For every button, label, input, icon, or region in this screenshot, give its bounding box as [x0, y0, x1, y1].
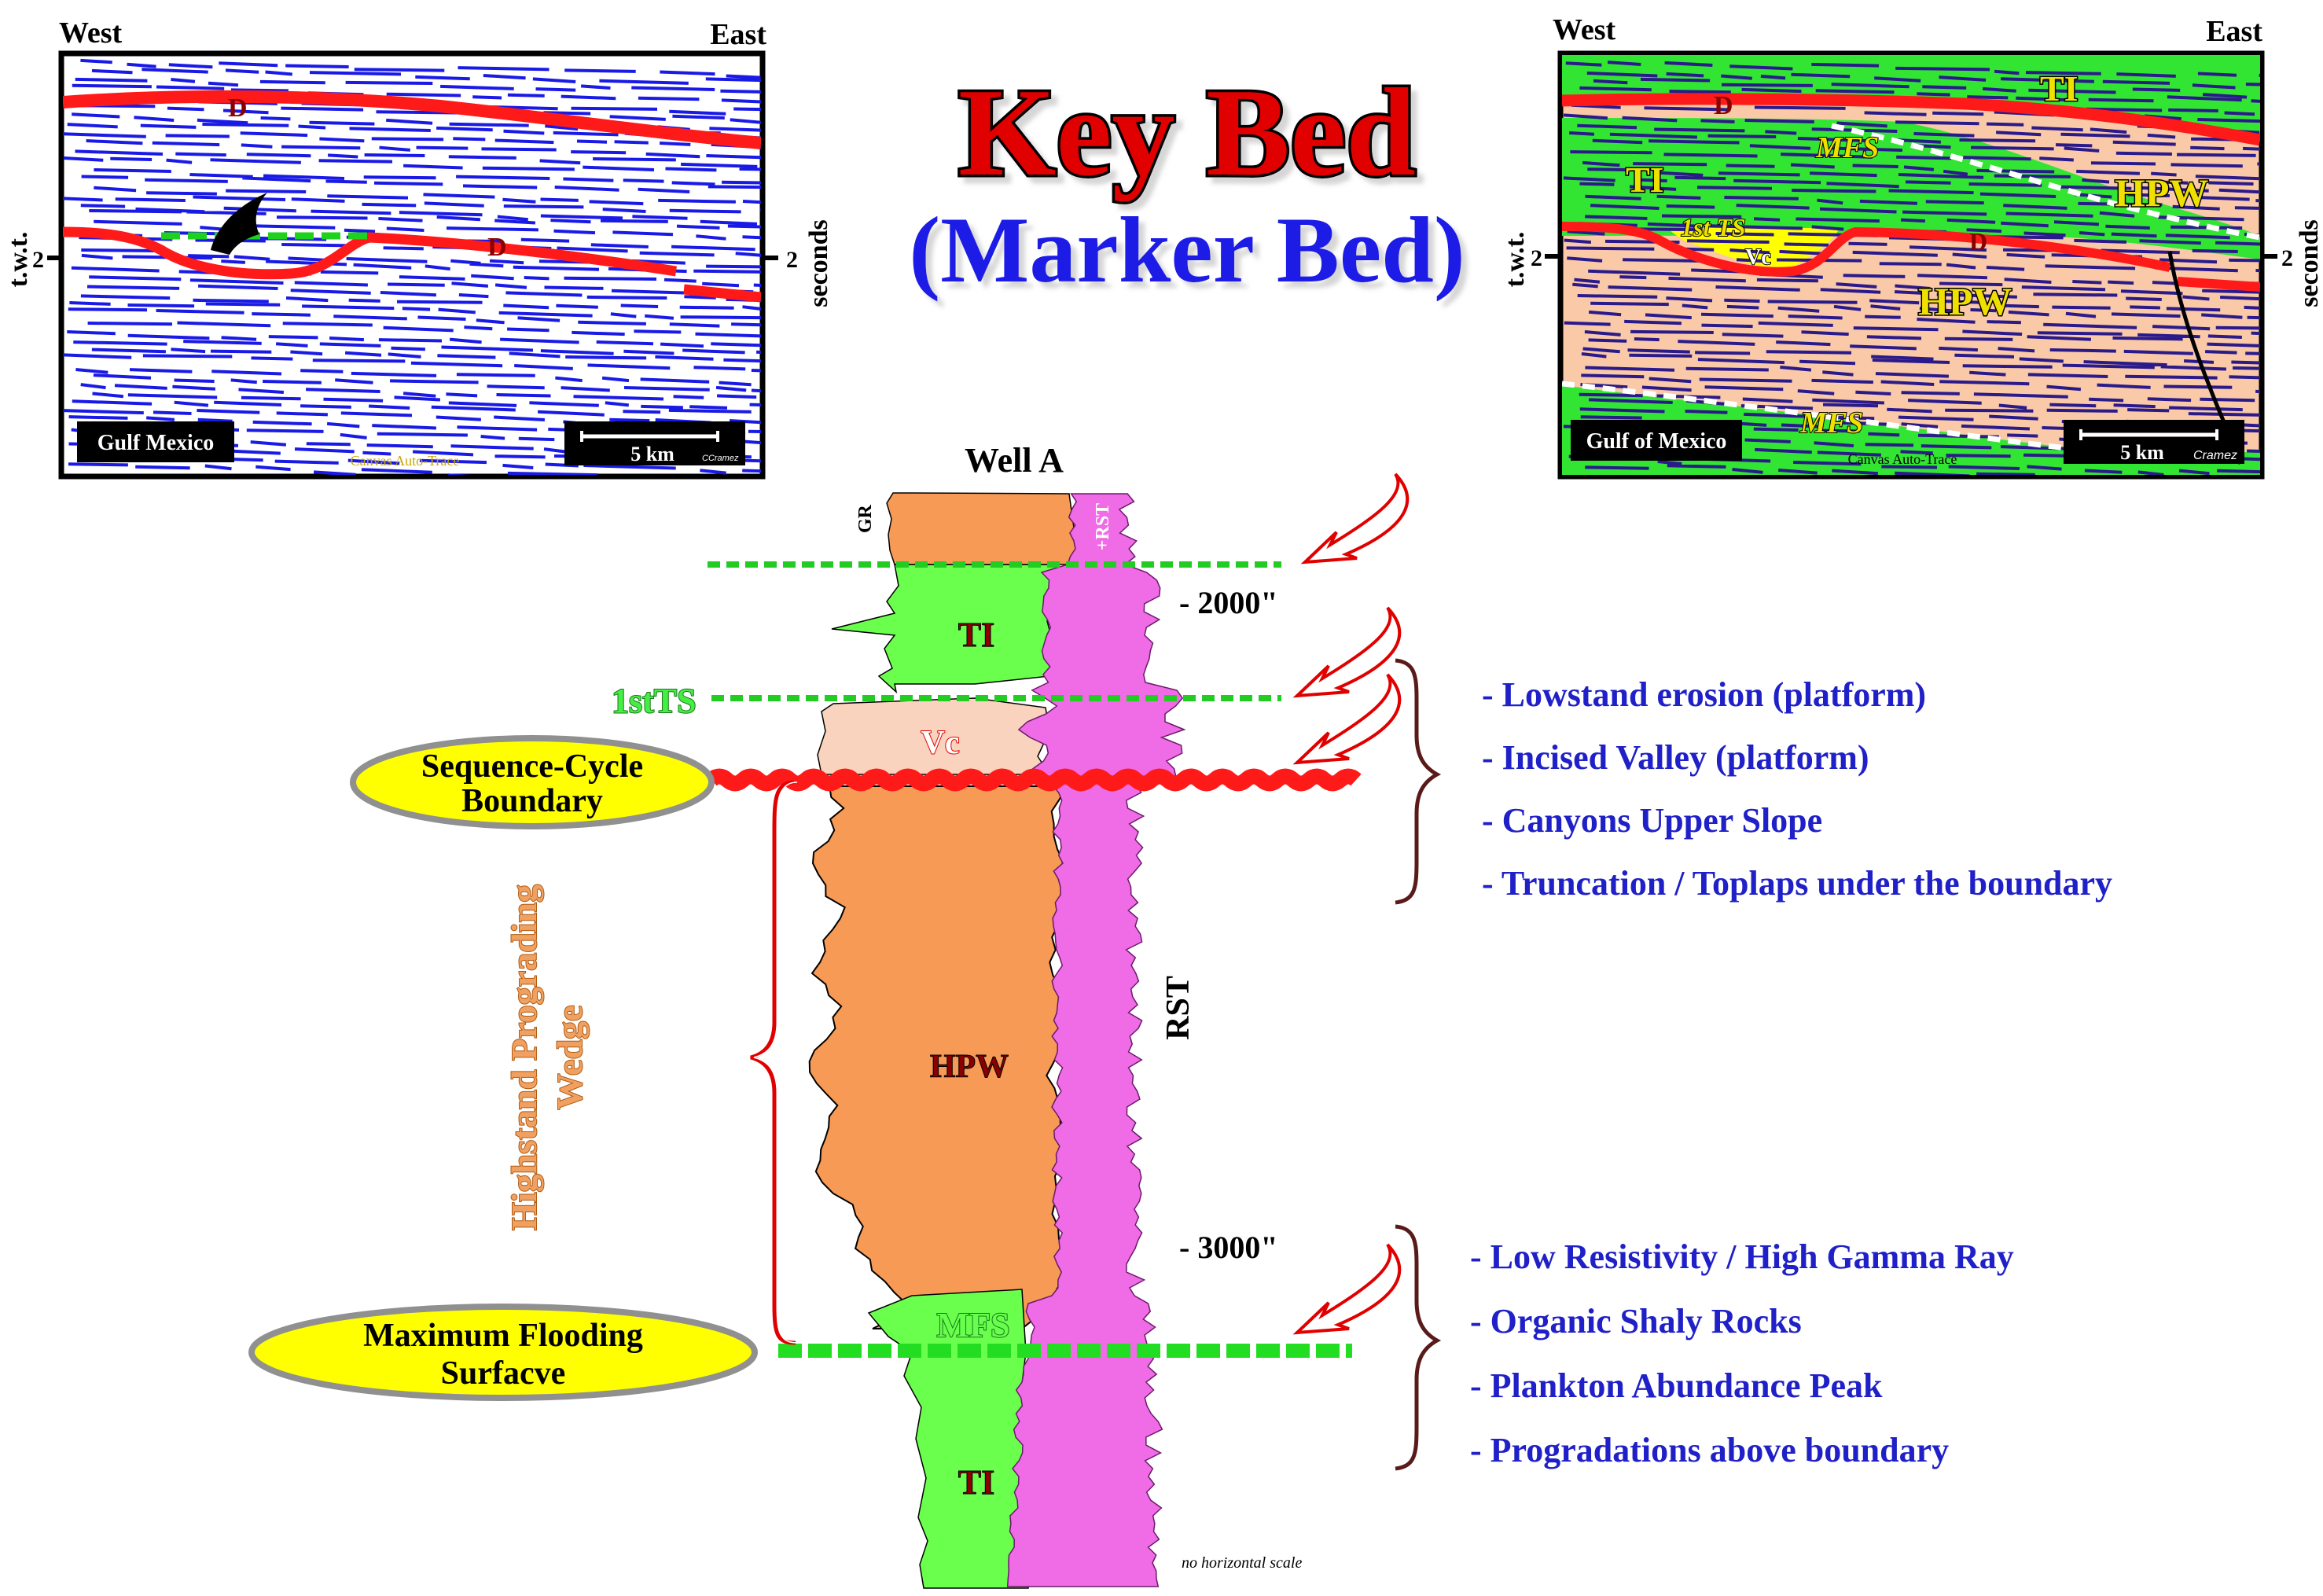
right-ti-left-label: TI [1626, 160, 1664, 200]
left-tick-left: 2 [32, 247, 44, 273]
left-horizon-lower-offset [683, 284, 761, 303]
left-east-label: East [710, 18, 766, 51]
right-reflectors [1563, 61, 2260, 475]
ts-marker-label: 1stTS [612, 682, 697, 720]
right-hpw-upper-label: HPW [2115, 171, 2208, 215]
sequence-boundary-line2: Boundary [461, 783, 603, 819]
arrow-icon-2 [1292, 606, 1402, 698]
left-horizon-upper-label: D [228, 94, 248, 123]
gr-hpw-fill [808, 785, 1073, 1329]
right-method-label: Canvas Auto-Trace [1848, 451, 1957, 467]
left-scale-label: 5 km [630, 443, 674, 465]
right-horizon-upper-label: D [1714, 91, 1733, 120]
right-mfs-upper-label: MFS [1815, 131, 1879, 164]
rst-curve-fill [1006, 493, 1186, 1587]
mfs-criterion-4: - Progradations above boundary [1470, 1431, 1949, 1469]
mfs-callout: Maximum Flooding Surfacve [248, 1304, 758, 1401]
main-title: Key Bed [958, 62, 1416, 202]
mfs-criterion-1: - Low Resistivity / High Gamma Ray [1470, 1237, 2014, 1276]
depth-3000: - 3000" [1179, 1230, 1278, 1265]
left-horizon-upper [63, 90, 761, 149]
sequence-boundary-line1: Sequence-Cycle [421, 748, 643, 785]
gr-top-fill [886, 492, 1078, 565]
arrow-icon-4 [1292, 1243, 1402, 1335]
right-region-label: Gulf of Mexico [1586, 429, 1727, 454]
right-seconds-axis: seconds [2295, 219, 2323, 307]
right-tick-left: 2 [1531, 245, 1542, 271]
right-horizon-upper [1562, 93, 2260, 146]
left-horizon-lower-label: D [487, 233, 507, 262]
boundary-criteria-brace [1395, 658, 1442, 905]
subtitle: (Marker Bed) [909, 197, 1465, 302]
right-vc-label: Vc [1745, 245, 1771, 270]
left-west-label: West [59, 17, 123, 50]
left-horizon-lower [63, 226, 678, 280]
right-ts-label: 1st TS [1681, 213, 1746, 241]
boundary-criterion-3: - Canyons Upper Slope [1482, 801, 1822, 840]
mfs-callout-line1: Maximum Flooding [363, 1318, 643, 1354]
gr-ti-lower-fill [867, 1289, 1035, 1589]
hpw-brace [750, 780, 796, 1345]
left-seconds-axis: seconds [804, 219, 833, 307]
mfs-criteria-list: - Low Resistivity / High Gamma Ray - Org… [1470, 1237, 2014, 1469]
left-twt-axis: t.w.t. [4, 232, 33, 288]
left-region-label: Gulf Mexico [97, 431, 215, 455]
right-scale-label: 5 km [2120, 441, 2164, 464]
boundary-criterion-4: - Truncation / Toplaps under the boundar… [1482, 864, 2112, 903]
mfs-criteria-brace [1395, 1224, 1442, 1471]
gr-ti-upper-fill [831, 564, 1062, 694]
seismic-reflector-traces [1563, 61, 2260, 475]
right-horizon-lower [1562, 222, 2171, 277]
left-seismic-section: West East D D t.w.t. 2 2 seconds Gulf Me… [4, 17, 833, 480]
well-rst-label: RST [1160, 976, 1196, 1040]
right-east-label: East [2206, 15, 2262, 48]
left-credit: CCramez [702, 454, 739, 463]
right-tick-right: 2 [2281, 245, 2293, 271]
right-west-label: West [1553, 13, 1616, 46]
left-method-label: Canvas Auto-Trace [351, 453, 460, 469]
mfs-callout-line2: Surfacve [441, 1355, 566, 1392]
unit-ti-lower: TI [958, 1463, 994, 1502]
right-twt-axis: t.w.t. [1501, 232, 1530, 288]
no-scale-note: no horizontal scale [1182, 1554, 1302, 1572]
sequence-boundary-callout: Sequence-Cycle Boundary [350, 735, 715, 829]
mfs-criterion-2: - Organic Shaly Rocks [1470, 1302, 1802, 1340]
sequence-boundary-line [706, 768, 1362, 792]
mfs-criterion-3: - Plankton Abundance Peak [1470, 1366, 1883, 1405]
unit-vc: Vc [921, 725, 960, 761]
unit-mfs: MFS [937, 1306, 1010, 1344]
wedge-label-line1: Highstand Prograding [504, 884, 544, 1230]
arrow-icon-3 [1292, 673, 1402, 765]
unit-ti-upper: TI [958, 616, 994, 654]
right-seismic-section: West East D D TI TI MFS MFS HPW HPW 1st … [1501, 13, 2323, 480]
left-valley-fill-icon [211, 193, 267, 255]
right-mfs-lower-label: MFS [1799, 406, 1863, 439]
well-gr-label: GR [855, 504, 876, 533]
well-log: Well A GR +RST RST TI Vc HPW MFS TI - 20… [503, 441, 1410, 1589]
arrow-icon-1 [1300, 473, 1410, 564]
left-tick-right: 2 [786, 247, 798, 273]
depth-2000: - 2000" [1179, 585, 1278, 620]
boundary-criterion-1: - Lowstand erosion (platform) [1482, 675, 1926, 714]
right-horizon-lower-label: D [1969, 227, 1987, 256]
well-rst-curve-label: +RST [1093, 503, 1113, 550]
boundary-criterion-2: - Incised Valley (platform) [1482, 738, 1869, 777]
unit-hpw: HPW [930, 1049, 1009, 1085]
right-ti-top-label: TI [2040, 68, 2079, 108]
well-name: Well A [965, 441, 1064, 480]
boundary-criteria-list: - Lowstand erosion (platform) - Incised … [1482, 675, 2112, 903]
right-hpw-lower-label: HPW [1918, 279, 2012, 323]
wedge-label-line2: Wedge [550, 1006, 590, 1110]
right-credit: Cramez [2193, 449, 2237, 462]
